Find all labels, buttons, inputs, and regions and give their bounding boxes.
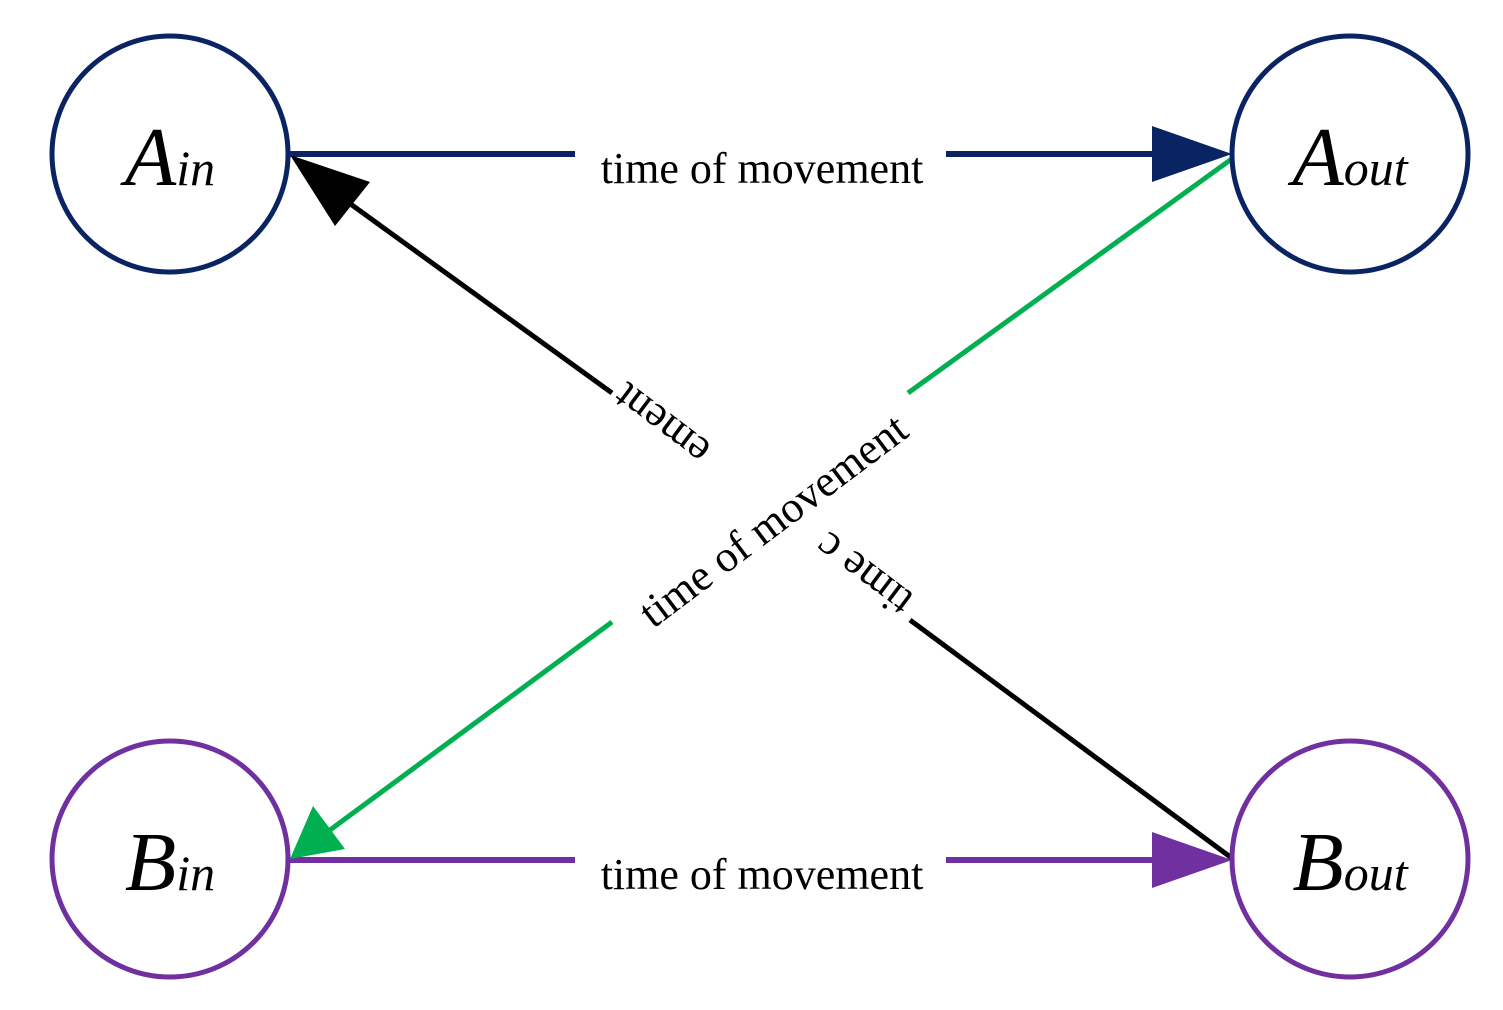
node-label-main: B [125, 816, 176, 909]
edge-label: ement [604, 373, 719, 477]
arrow-head [290, 155, 370, 226]
edge-b-in-to-b-out: time of movement [290, 832, 1232, 899]
arrow-head [1152, 832, 1232, 888]
edge-label: time of movement [601, 850, 924, 899]
node-circle [49, 738, 291, 980]
edge-line [328, 619, 614, 833]
edge-line [343, 197, 614, 396]
node-label-sub: in [176, 140, 215, 196]
arrow-head [290, 806, 345, 859]
node-circle [1229, 738, 1471, 980]
edge-label: time of movement [601, 144, 924, 193]
node-label-main: B [1292, 816, 1343, 909]
node-label: Aout [1287, 111, 1408, 204]
node-label: Ain [120, 111, 215, 204]
node-label-main: A [1287, 111, 1344, 204]
node-label-main: A [120, 111, 177, 204]
node-b-out: Bout [1229, 738, 1471, 980]
edge-line [906, 155, 1235, 396]
node-label: Bout [1292, 816, 1408, 909]
node-a-out: Aout [1229, 33, 1471, 275]
edge-a-in-to-a-out: time of movement [290, 126, 1232, 193]
edge-line [908, 617, 1235, 862]
node-label-sub: out [1344, 845, 1409, 901]
node-circle [49, 33, 291, 275]
arrow-head [1152, 126, 1232, 182]
node-b-in: Bin [49, 738, 291, 980]
node-label-sub: out [1344, 140, 1409, 196]
edge-label: time c [805, 522, 921, 627]
node-label-sub: in [176, 845, 215, 901]
node-a-in: Ain [49, 33, 291, 275]
node-label: Bin [125, 816, 215, 909]
node-circle [1229, 33, 1471, 275]
